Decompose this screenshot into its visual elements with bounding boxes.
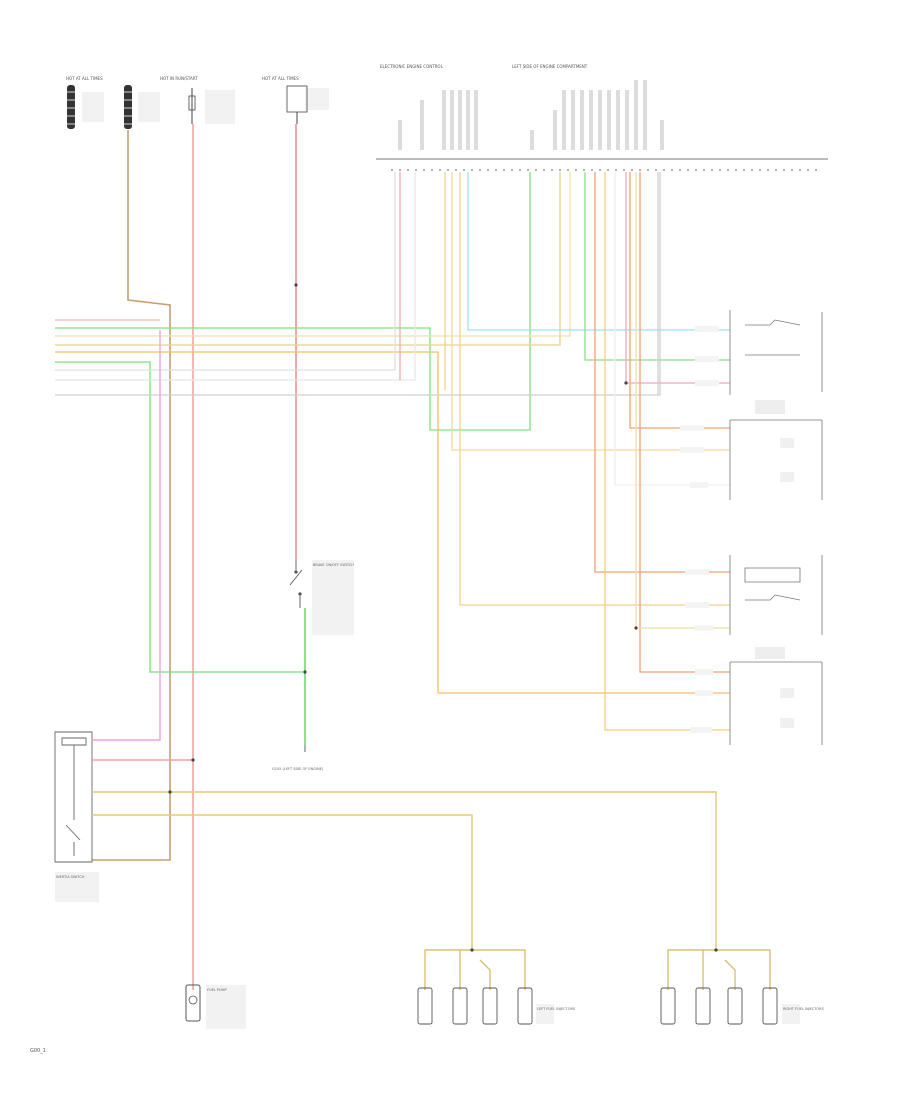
fuse-block-1: [67, 85, 75, 129]
right-labels: [755, 400, 794, 728]
right-components: [729, 310, 823, 745]
switch-label-block: BRAKE ON/OFF SWITCH: [312, 560, 354, 635]
fuel-pump: FUEL PUMP: [185, 984, 246, 1029]
left-injectors-label: LEFT FUEL INJECTORS: [537, 1007, 576, 1011]
junction-dots: [168, 283, 718, 952]
fuel-pump-label: FUEL PUMP: [207, 988, 227, 992]
header-right: LEFT SIDE OF ENGINE COMPARTMENT: [512, 64, 588, 69]
switch-label: BRAKE ON/OFF SWITCH: [313, 563, 354, 567]
ecm-connector: ELECTRONIC ENGINE CONTROL LEFT SIDE OF E…: [376, 64, 828, 171]
injectors-right: [660, 987, 778, 1025]
wire-tags: [680, 326, 719, 733]
fuse-labels: HOT AT ALL TIMES HOT IN RUN/START HOT AT…: [66, 76, 329, 124]
harness-bundle: [55, 172, 730, 694]
fuse-label-3: HOT AT ALL TIMES: [262, 76, 299, 81]
fuse-label-1: HOT AT ALL TIMES: [66, 76, 103, 81]
fuse-symbol-3: [286, 85, 308, 124]
header-left: ELECTRONIC ENGINE CONTROL: [380, 64, 444, 69]
ground-label: G105 (LEFT SIDE OF ENGINE): [272, 767, 324, 771]
injectors-left: [417, 987, 533, 1025]
inertia-label-block: INERTIA SWITCH: [55, 872, 99, 902]
wires-module: [92, 330, 717, 945]
injector-group-left: [424, 945, 526, 990]
fuse-block-2: [124, 85, 132, 129]
ground-symbol: G105 (LEFT SIDE OF ENGINE): [272, 745, 324, 771]
module-label: INERTIA SWITCH: [56, 875, 85, 879]
fuse-label-2: HOT IN RUN/START: [160, 76, 198, 81]
inertia-switch: [54, 731, 93, 863]
fuse-symbol-2: [188, 88, 196, 124]
injector-group-right: [667, 945, 771, 990]
footer-code: G00_1: [30, 1048, 46, 1054]
brake-switch: [289, 560, 303, 608]
injector-labels: LEFT FUEL INJECTORS RIGHT FUEL INJECTORS: [536, 1004, 825, 1024]
wire-tan-main: [92, 130, 171, 861]
right-injectors-label: RIGHT FUEL INJECTORS: [783, 1007, 825, 1011]
